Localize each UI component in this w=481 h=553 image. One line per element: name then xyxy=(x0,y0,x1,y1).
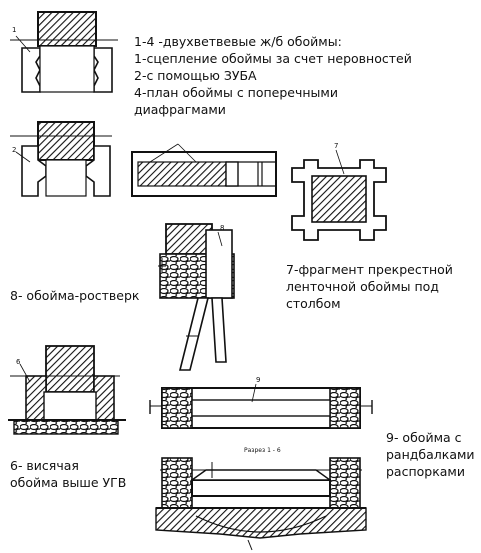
caption-fig7-line1: 7-фрагмент прекрестной xyxy=(286,262,453,277)
caption-fig6-line2: обойма выше УГВ xyxy=(10,475,127,490)
figure-8-grillage-cage xyxy=(158,223,235,371)
label-fig8: 8 xyxy=(220,224,225,232)
label-fig1: 1 xyxy=(12,26,17,34)
caption-fig8: 8- обойма-ростверк xyxy=(10,288,140,303)
figure-2-cage-tooth xyxy=(10,121,112,197)
label-fig6: 6 xyxy=(16,358,21,366)
legend-item-1: 1-сцепление обоймы за счет неровностей xyxy=(134,51,412,66)
figure-7-cross-strip-cage xyxy=(291,149,387,241)
figure-6-hanging-cage xyxy=(8,345,126,435)
caption-fig9-line3: распорками xyxy=(386,464,465,479)
caption-fig7-line2: ленточной обоймы под xyxy=(286,279,439,294)
label-fig2: 2 xyxy=(12,146,17,154)
figure-4-plan-diaphragms xyxy=(131,143,277,197)
figure-9-section xyxy=(155,457,367,551)
legend-title: 1-4 -двухветвевые ж/б обоймы: xyxy=(134,34,342,49)
caption-fig9-line1: 9- обойма с xyxy=(386,430,462,445)
legend-item-4-line1: 4-план обоймы с поперечными xyxy=(134,85,338,100)
label-fig9: 9 xyxy=(256,376,261,384)
caption-fig6-line1: 6- висячая xyxy=(10,458,79,473)
caption-fig7-line3: столбом xyxy=(286,296,341,311)
label-fig7: 7 xyxy=(334,142,339,150)
label-section: Разрез 1 - 6 xyxy=(244,447,281,454)
figure-1-cage-roughness xyxy=(10,11,118,93)
figure-9-plan xyxy=(149,383,373,429)
caption-fig9-line2: рандбалками xyxy=(386,447,475,462)
legend-item-2: 2-с помощью ЗУБА xyxy=(134,68,257,83)
legend-item-4-line2: диафрагмами xyxy=(134,102,226,117)
